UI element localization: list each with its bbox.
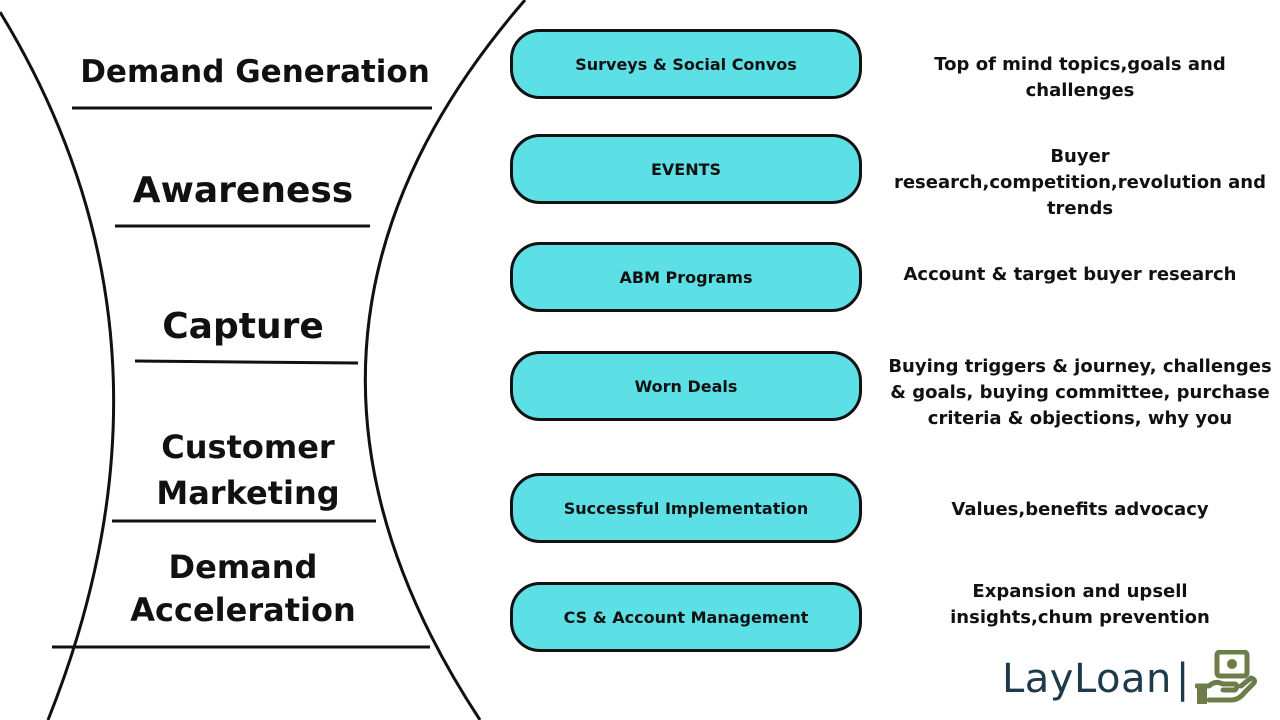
brand-name: LayLoan xyxy=(1002,656,1172,702)
funnel-right-curve xyxy=(363,0,527,720)
pill-events[interactable]: EVENTS xyxy=(510,134,862,204)
desc-surveys-social-convos: Top of mind topics,goals and challenges xyxy=(934,54,1226,101)
funnel-left-curve xyxy=(0,11,116,720)
brand-separator: | xyxy=(1175,656,1190,702)
pill-successful-implementation[interactable]: Successful Implementation xyxy=(510,473,862,543)
stage-demand-generation: Demand Generation xyxy=(80,54,430,90)
desc-worn-deals: Buying triggers & journey, challenges & … xyxy=(888,356,1272,429)
money-hand-icon xyxy=(1195,650,1258,704)
pill-abm-programs[interactable]: ABM Programs xyxy=(510,242,862,312)
funnel-diagram xyxy=(0,0,527,720)
pill-label: CS & Account Management xyxy=(563,607,809,627)
brand-logo: LayLoan | xyxy=(1002,650,1258,704)
stage-capture: Capture xyxy=(162,306,324,347)
stage-awareness: Awareness xyxy=(132,170,354,211)
pill-surveys-social-convos[interactable]: Surveys & Social Convos xyxy=(510,29,862,99)
pill-label: EVENTS xyxy=(650,159,722,179)
pill-cs-account-management[interactable]: CS & Account Management xyxy=(510,582,862,652)
desc-abm-programs: Account & target buyer research xyxy=(903,264,1237,285)
desc-cs-account-management: Expansion and upsell insights,chum preve… xyxy=(950,581,1210,628)
stage-customer-marketing: Customer Marketing xyxy=(156,428,340,512)
pill-label: Successful Implementation xyxy=(563,498,809,518)
desc-events: Buyer research,competition,revolution an… xyxy=(893,146,1267,219)
pill-label: ABM Programs xyxy=(619,267,753,287)
desc-successful-implementation: Values,benefits advocacy xyxy=(951,499,1209,520)
pill-label: Worn Deals xyxy=(634,376,738,396)
divider-3 xyxy=(134,359,359,365)
pill-worn-deals[interactable]: Worn Deals xyxy=(510,351,862,421)
stage-demand-acceleration: Demand Acceleration xyxy=(130,548,356,629)
pill-label: Surveys & Social Convos xyxy=(575,54,797,74)
